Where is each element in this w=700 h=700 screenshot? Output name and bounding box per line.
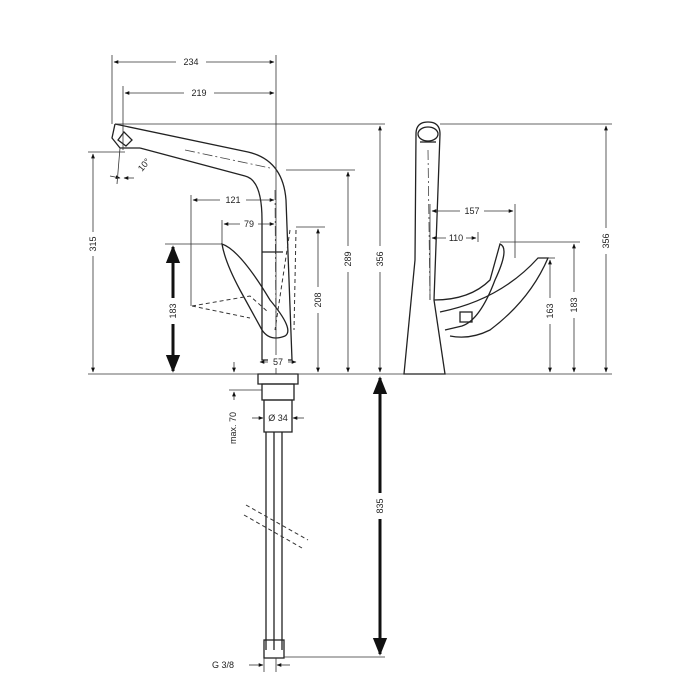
dim-max-70: max. 70 [228,412,238,444]
side-view-faucet [403,121,549,375]
dim-219: 219 [191,88,206,98]
dim-356-front: 356 [375,251,385,266]
dim-183-front: 183 [168,303,178,318]
side-extension-lines [429,123,612,300]
dim-57: 57 [273,357,283,367]
side-dimensions: 157 110 163 183 356 [431,125,613,373]
front-dimensions: 234 219 10° 315 183 121 79 208 289 356 5… [86,55,388,672]
dim-835: 835 [375,498,385,513]
dim-10-degrees: 10° [136,156,153,173]
dim-315: 315 [88,236,98,251]
front-view-faucet [111,123,309,659]
dim-234: 234 [183,57,198,67]
dim-183-side: 183 [569,297,579,312]
extension-lines [88,55,385,658]
dim-121: 121 [225,195,240,205]
dim-g-3-8: G 3/8 [212,660,234,670]
dim-diameter-34: Ø 34 [268,413,288,423]
dim-163: 163 [545,303,555,318]
dim-356-side: 356 [601,233,611,248]
dim-208: 208 [313,292,323,307]
dim-157: 157 [464,206,479,216]
dim-110: 110 [449,233,463,243]
dim-289: 289 [343,251,353,266]
dim-79: 79 [244,219,254,229]
